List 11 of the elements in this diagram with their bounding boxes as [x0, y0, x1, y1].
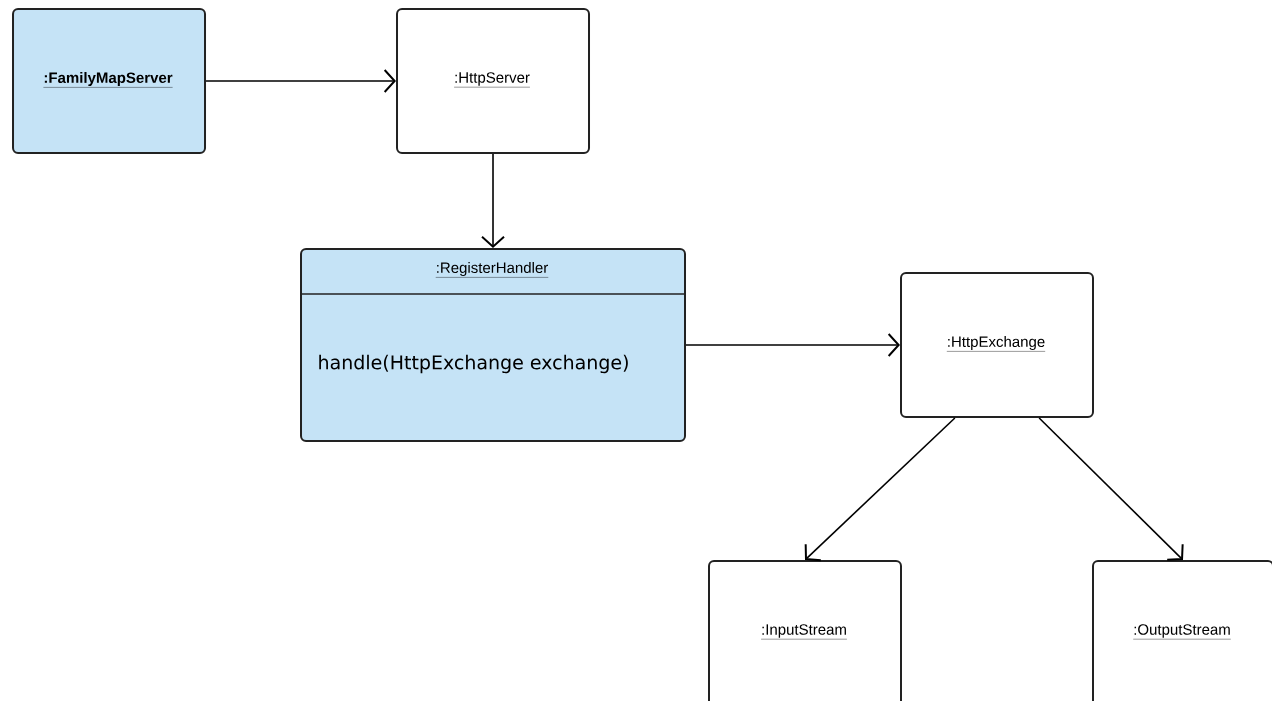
arrow	[1038, 417, 1184, 561]
object-box: :OutputStream	[1092, 560, 1272, 701]
object-box: :FamilyMapServer	[12, 8, 206, 154]
arrow	[685, 333, 900, 357]
arrow	[804, 417, 956, 562]
class-box: :RegisterHandler handle(HttpExchange exchange)	[299, 248, 686, 442]
arrow	[205, 69, 396, 93]
object-box: :HttpExchange	[900, 272, 1094, 418]
object-box: :HttpServer	[396, 8, 590, 154]
arrow	[481, 153, 505, 248]
object-box: :InputStream	[708, 560, 902, 701]
